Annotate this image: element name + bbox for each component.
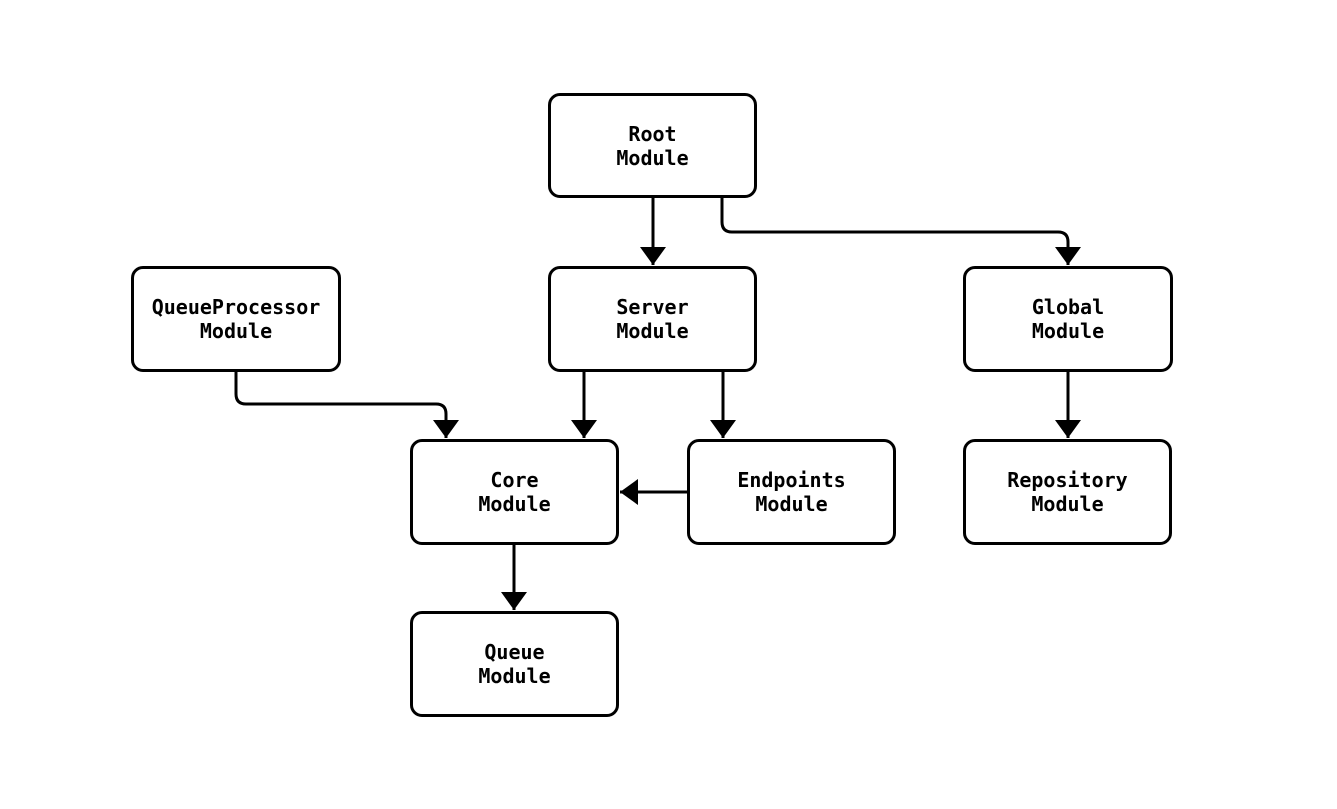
node-core-module: Core Module [410,439,619,545]
node-global-module: Global Module [963,266,1173,372]
node-queue-module-label: Queue Module [478,640,551,688]
node-queueprocessor-module: QueueProcessor Module [131,266,341,372]
node-repository-module-label: Repository Module [1007,468,1128,516]
edge-queueprocessor-core [234,372,459,438]
node-root-module: Root Module [548,93,757,198]
node-queue-module: Queue Module [410,611,619,717]
node-endpoints-module: Endpoints Module [687,439,896,545]
edge-root-global [720,198,1081,265]
node-core-module-label: Core Module [478,468,551,516]
node-server-module: Server Module [548,266,757,372]
node-repository-module: Repository Module [963,439,1172,545]
node-endpoints-module-label: Endpoints Module [737,468,846,516]
node-global-module-label: Global Module [1031,295,1105,343]
node-queueprocessor-module-label: QueueProcessor Module [151,295,321,343]
node-server-module-label: Server Module [616,295,689,343]
node-root-module-label: Root Module [616,121,689,170]
